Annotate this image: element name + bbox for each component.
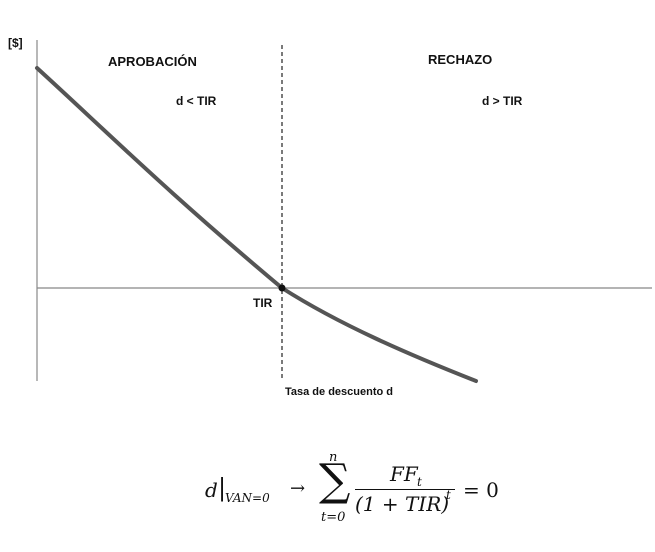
- numerator-subscript: t: [417, 475, 422, 489]
- sum-upper-limit: n: [329, 450, 338, 465]
- x-axis-label: Tasa de descuento d: [285, 386, 393, 398]
- formula-lhs-subscript: VAN=0: [225, 491, 270, 505]
- formula-evaluation-bar: |: [218, 474, 227, 502]
- van-curve: [35, 66, 478, 383]
- formula-rhs: = 0: [463, 478, 499, 502]
- tir-label: TIR: [253, 296, 273, 310]
- denominator-exponent: t: [446, 488, 451, 502]
- sum-lower-limit: t=0: [321, 510, 346, 525]
- tir-point: [278, 284, 286, 292]
- reject-region-condition: d > TIR: [482, 94, 523, 108]
- tir-formula: d | VAN=0 → n ∑ t=0 FF t (1 + TIR) t = 0: [205, 450, 525, 532]
- fraction-numerator: FF: [390, 462, 418, 486]
- reject-region-title: RECHAZO: [428, 52, 493, 67]
- fraction-bar: [355, 489, 455, 490]
- van-chart: [35, 40, 652, 383]
- sum-symbol: ∑: [319, 455, 351, 506]
- approval-region-condition: d < TIR: [176, 94, 217, 108]
- formula-lhs: d: [205, 478, 218, 502]
- approval-region-title: APROBACIÓN: [108, 54, 197, 69]
- y-unit-label: [$]: [8, 36, 23, 50]
- formula-arrow: →: [290, 478, 306, 499]
- fraction-denominator: (1 + TIR): [355, 492, 450, 516]
